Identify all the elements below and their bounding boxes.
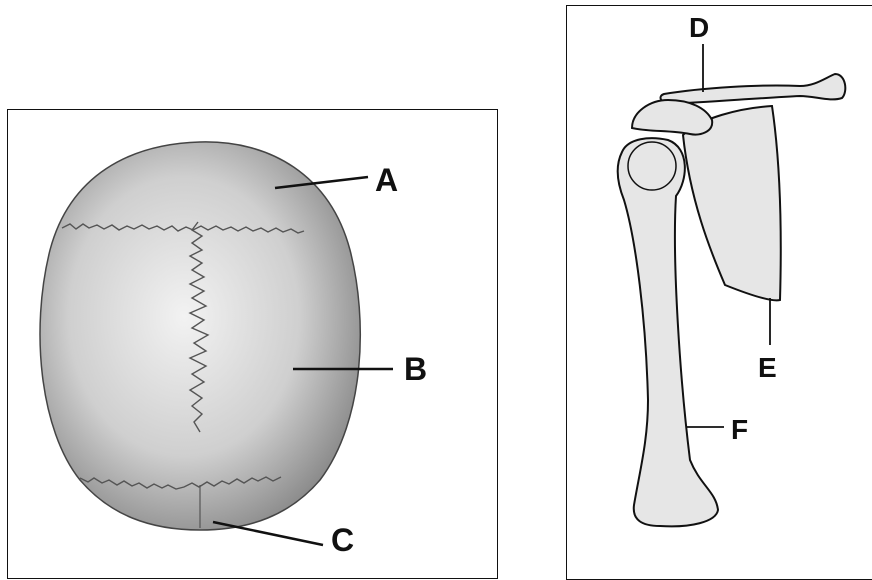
label-b: B	[404, 353, 427, 385]
skull-outline	[40, 142, 360, 530]
shoulder-panel	[566, 5, 872, 580]
label-a: A	[375, 164, 398, 196]
label-d: D	[689, 12, 709, 44]
label-e: E	[758, 352, 777, 384]
pointer-line-c	[213, 522, 323, 545]
skull-illustration	[40, 142, 360, 530]
label-f: F	[731, 414, 748, 446]
label-c: C	[331, 524, 354, 556]
